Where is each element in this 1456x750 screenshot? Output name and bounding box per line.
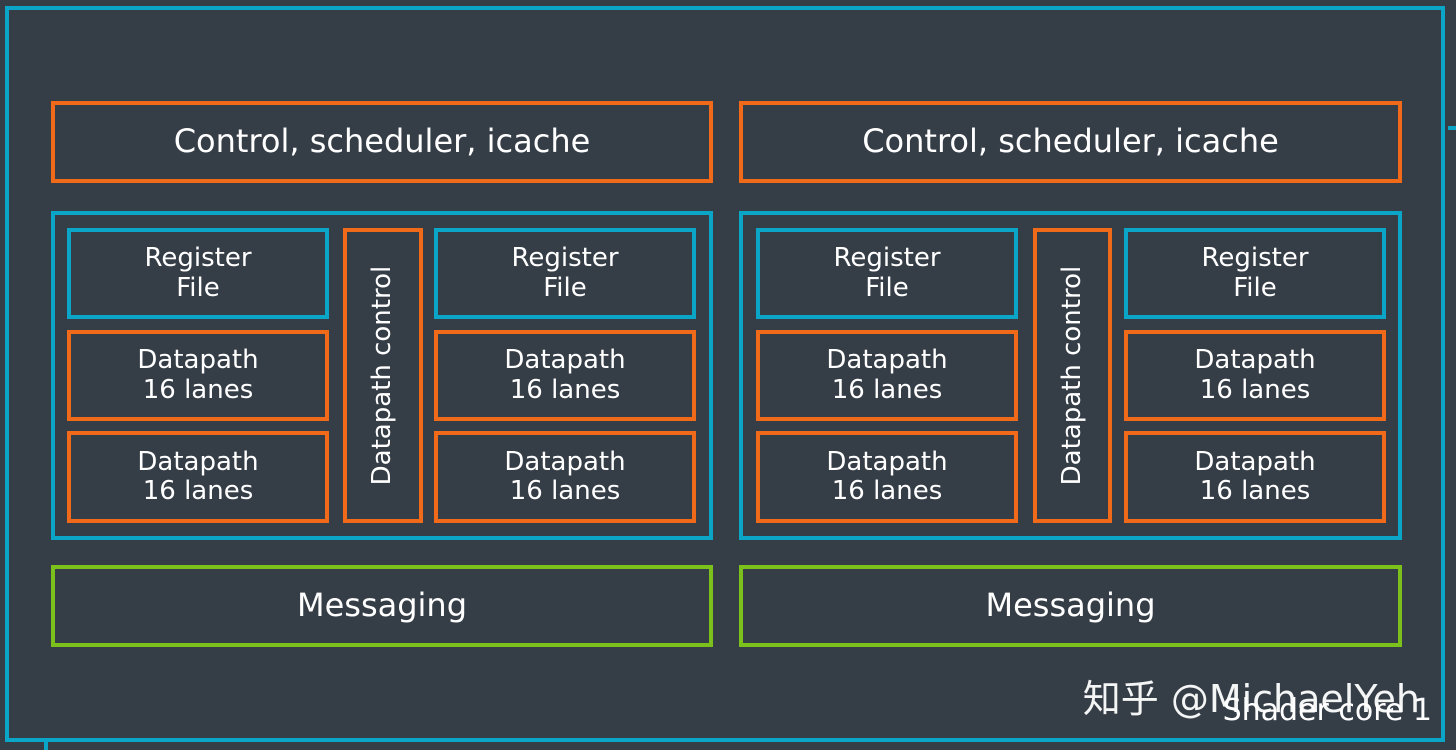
core-1-right-register-file: Register File <box>434 228 696 319</box>
core-1-left-register-line1: Register <box>144 243 252 274</box>
core-1-right-datapath-1: Datapath 16 lanes <box>434 330 696 421</box>
core-2-messaging-label: Messaging <box>985 586 1156 625</box>
core-1-left-register-line2: File <box>176 272 220 303</box>
core-2-messaging-box: Messaging <box>739 565 1402 647</box>
core-2-left-datapath-1: Datapath 16 lanes <box>756 330 1018 421</box>
core-1-execution-cluster <box>51 211 713 540</box>
core-2-left-datapath-2: Datapath 16 lanes <box>756 431 1018 523</box>
core-2-left-datapath-2-line1: Datapath <box>826 446 948 477</box>
core-2-right-datapath-2-line2: 16 lanes <box>1199 476 1311 506</box>
core-2-right-register-line2: File <box>1233 272 1277 303</box>
core-2-datapath-control-label: Datapath control <box>1056 265 1087 486</box>
core-1-right-datapath-2-line2: 16 lanes <box>509 476 621 506</box>
core-2-left-register-line1: Register <box>833 243 941 274</box>
core-2-right-datapath-1-line2: 16 lanes <box>1199 374 1311 405</box>
core-1-messaging-box: Messaging <box>51 565 713 647</box>
core-1-datapath-control-box: Datapath control <box>343 228 423 523</box>
core-1-right-datapath-1-line1: Datapath <box>504 345 626 376</box>
core-2-control-box: Control, scheduler, icache <box>739 101 1402 183</box>
core-2-right-datapath-1-line1: Datapath <box>1194 345 1316 376</box>
core-1-left-datapath-2-line1: Datapath <box>137 446 259 477</box>
shader-core-label: Shader core 1 <box>1222 693 1432 728</box>
core-2-left-datapath-1-line1: Datapath <box>826 345 948 376</box>
frame-tick-bottom <box>44 740 48 750</box>
core-2-right-register-line1: Register <box>1201 243 1309 274</box>
core-1-control-box: Control, scheduler, icache <box>51 101 713 183</box>
zhihu-watermark: 知乎 @MichaelYeh <box>1082 677 1420 721</box>
core-2-datapath-control-box: Datapath control <box>1033 228 1112 523</box>
core-1-right-register-line1: Register <box>511 243 619 274</box>
core-1-left-datapath-2: Datapath 16 lanes <box>67 431 329 523</box>
core-1-datapath-control-label: Datapath control <box>367 265 398 486</box>
core-1-left-datapath-1-line1: Datapath <box>137 345 259 376</box>
core-1-left-datapath-1: Datapath 16 lanes <box>67 330 329 421</box>
shader-core-frame <box>5 6 1445 742</box>
core-2-control-label: Control, scheduler, icache <box>862 122 1279 161</box>
core-2-left-register-line2: File <box>865 272 909 303</box>
core-1-right-datapath-2-line1: Datapath <box>504 446 626 477</box>
core-1-messaging-label: Messaging <box>296 586 468 625</box>
core-2-left-register-file: Register File <box>756 228 1018 319</box>
core-2-right-datapath-2-line1: Datapath <box>1194 446 1316 477</box>
core-2-execution-cluster <box>739 211 1402 540</box>
frame-tick-right <box>1448 126 1456 130</box>
core-2-left-datapath-2-line2: 16 lanes <box>831 476 943 506</box>
core-1-left-register-file: Register File <box>67 228 329 319</box>
core-2-left-datapath-1-line2: 16 lanes <box>831 374 943 405</box>
core-1-right-register-line2: File <box>543 272 587 303</box>
core-1-right-datapath-1-line2: 16 lanes <box>509 374 621 405</box>
core-1-control-label: Control, scheduler, icache <box>173 122 591 161</box>
core-1-left-datapath-2-line2: 16 lanes <box>142 476 254 506</box>
core-2-right-register-file: Register File <box>1124 228 1386 319</box>
core-2-right-datapath-1: Datapath 16 lanes <box>1124 330 1386 421</box>
core-1-right-datapath-2: Datapath 16 lanes <box>434 431 696 523</box>
core-2-right-datapath-2: Datapath 16 lanes <box>1124 431 1386 523</box>
core-1-left-datapath-1-line2: 16 lanes <box>142 374 254 405</box>
